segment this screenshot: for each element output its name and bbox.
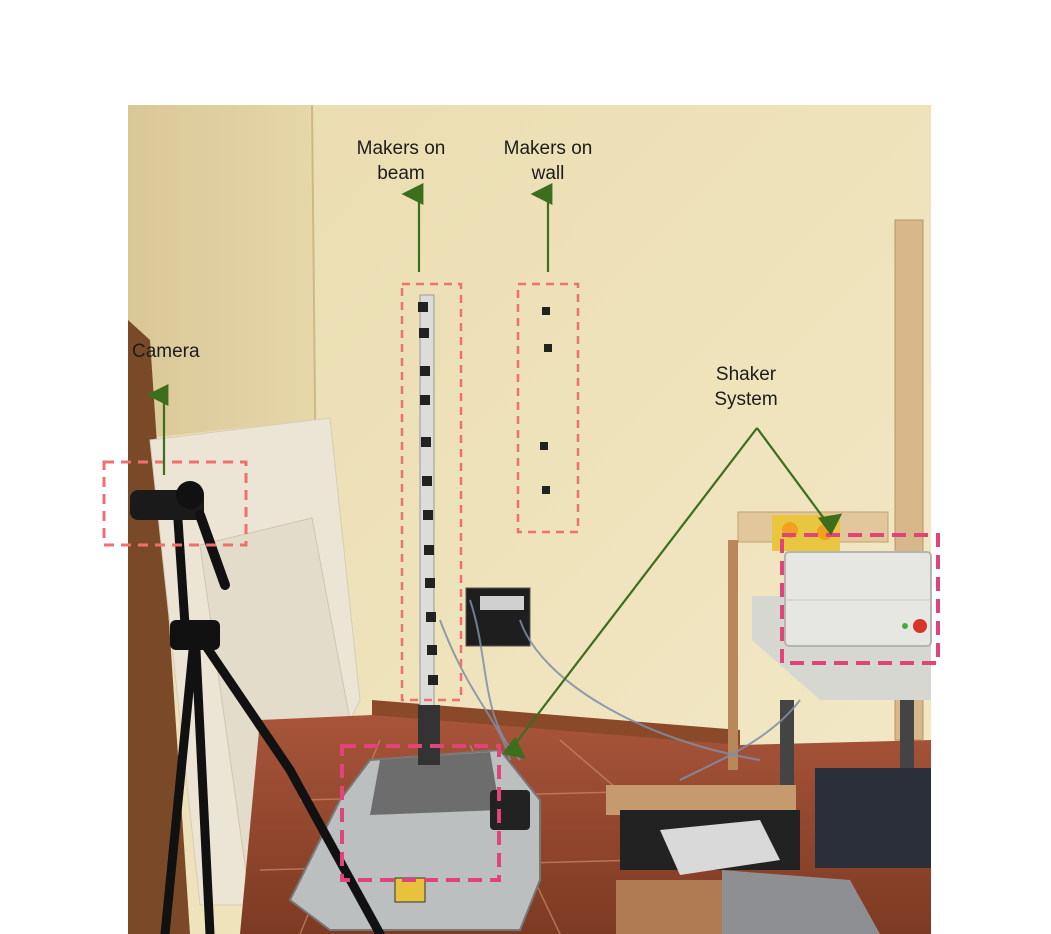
annotation-boxes	[102, 282, 940, 882]
camera-label: Camera	[132, 339, 218, 364]
markers-on-beam-line1: Makers on	[356, 138, 446, 159]
photo	[128, 104, 932, 934]
markers-on-wall-line1: Makers on	[503, 138, 593, 159]
wall-markers-box	[516, 282, 580, 534]
camera-box	[102, 460, 248, 547]
shaker-arrow-controller	[756, 427, 843, 536]
camera-label-text: Camera	[132, 341, 200, 362]
shaker-arrow-base	[501, 427, 758, 759]
shaker-controller-box	[780, 533, 940, 665]
markers-on-beam-line2: beam	[377, 163, 425, 184]
shaker-system-label: Shaker System	[696, 362, 796, 412]
beam-markers-box	[400, 282, 463, 702]
shaker-system-line2: System	[714, 389, 778, 410]
markers-on-wall-line2: wall	[531, 163, 565, 184]
markers-on-wall-label: Makers on wall	[487, 136, 609, 186]
shaker-system-line1: Shaker	[715, 364, 777, 385]
markers-on-beam-label: Makers on beam	[340, 136, 462, 186]
shaker-base-box	[340, 744, 501, 882]
annotation-arrows	[146, 183, 843, 759]
